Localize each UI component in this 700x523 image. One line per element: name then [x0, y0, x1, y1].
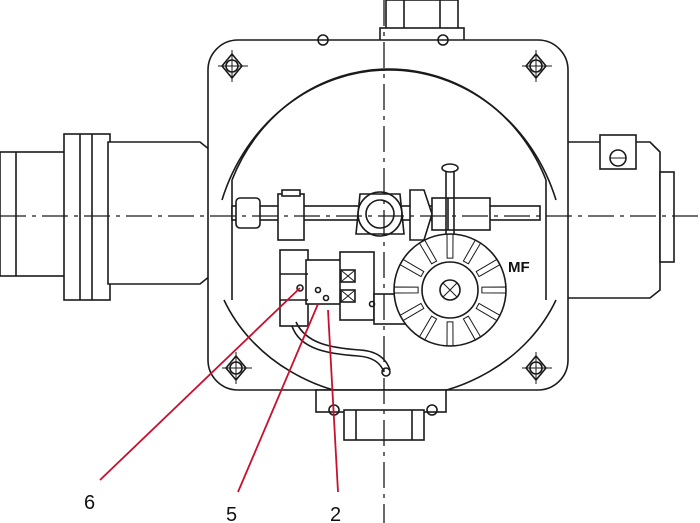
left-pipe — [0, 133, 211, 301]
cam-tooth — [399, 258, 425, 278]
cam-tooth — [418, 315, 438, 341]
corner-bolt-bottom-left — [222, 352, 252, 384]
cam-tooth — [462, 239, 482, 265]
cam-tooth — [475, 302, 501, 322]
corner-bolt-top-right — [522, 50, 552, 82]
top-screws — [317, 34, 449, 46]
leader-6 — [99, 287, 301, 481]
top-stem — [379, 0, 465, 45]
cam-tooth — [446, 321, 454, 347]
leader-2 — [327, 309, 339, 493]
callout-2: 2 — [330, 504, 341, 523]
mf-marking: MF — [508, 259, 530, 276]
leader-5 — [237, 303, 319, 493]
corner-bolt-top-left — [218, 50, 248, 82]
right-pipe — [564, 134, 675, 299]
leader-lines — [99, 287, 339, 493]
corner-bolt-bottom-right — [522, 352, 552, 384]
terminal-screws — [296, 269, 376, 308]
cam-tooth — [446, 233, 454, 259]
cam-tooth — [418, 239, 438, 265]
cam-tooth — [393, 286, 419, 294]
cam-tooth — [462, 315, 482, 341]
callout-5: 5 — [226, 504, 237, 523]
cam-tooth — [481, 286, 507, 294]
cam-tooth — [475, 258, 501, 278]
cam-tooth — [399, 302, 425, 322]
cam-wheel — [393, 233, 507, 347]
callout-6: 6 — [84, 492, 95, 514]
